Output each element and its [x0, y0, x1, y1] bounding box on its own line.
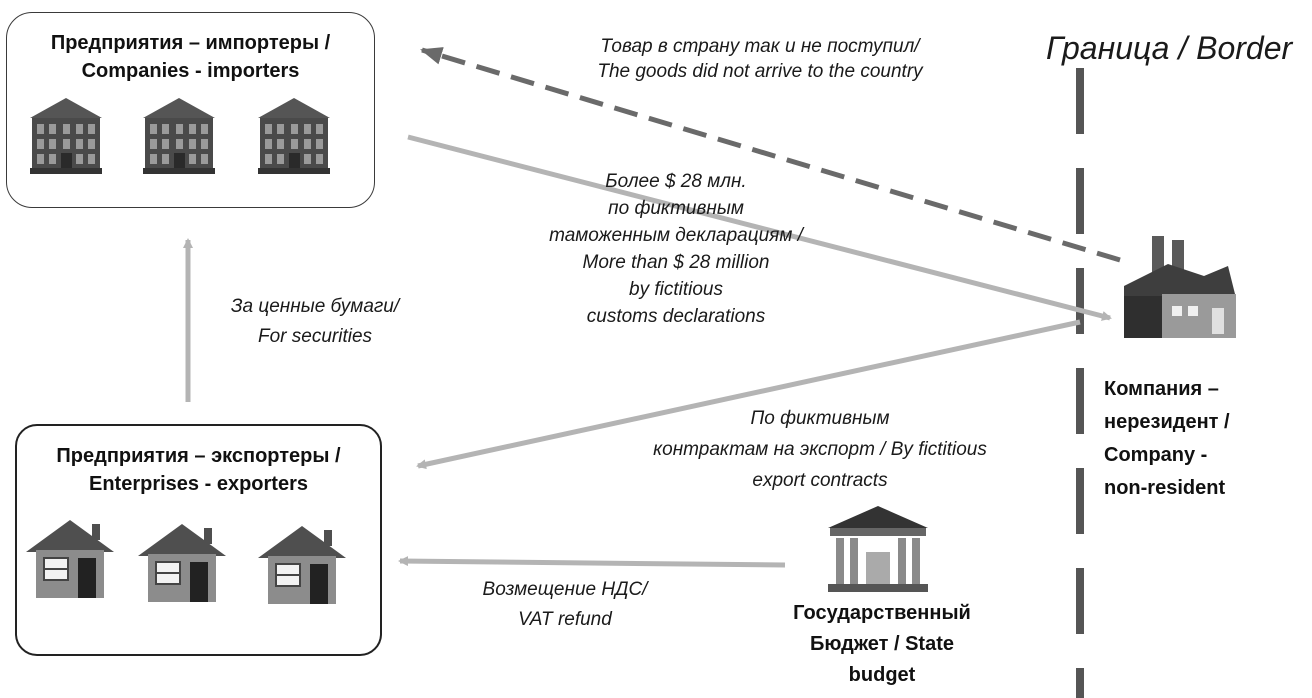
export-line1: По фиктивным: [750, 408, 890, 429]
payment-line1: Более $ 28 млн.: [605, 171, 747, 192]
arrow-payment-declarations: [407, 134, 1112, 321]
house-icon: [257, 525, 347, 605]
arrow-export-contracts: [416, 319, 1081, 470]
importers-title-line1: Предприятия – импортеры /: [50, 32, 331, 54]
government-building-icon: [828, 506, 928, 592]
nonresident-line4: non-resident: [1104, 477, 1226, 499]
vat-line1: Возмещение НДС/: [482, 579, 648, 600]
payment-line3: таможенным декларациям /: [549, 225, 803, 246]
goods-not-arrived-line1: Товар в страну так и не поступил/: [600, 36, 920, 57]
securities-line1: За ценные бумаги/: [230, 296, 400, 317]
export-line3: export contracts: [752, 470, 888, 491]
office-building-icon: [258, 98, 330, 174]
factory-icon: [1124, 236, 1236, 338]
goods-not-arrived-label: Товар в страну так и не поступил/ The go…: [520, 34, 1000, 84]
nonresident-label: Компания – нерезидент / Company - non-re…: [1104, 373, 1230, 505]
budget-label: Государственный Бюджет / State budget: [758, 598, 1006, 691]
payment-line4: More than $ 28 million: [582, 252, 770, 273]
vat-refund-label: Возмещение НДС/ VAT refund: [440, 575, 690, 635]
nonresident-line1: Компания –: [1104, 378, 1219, 400]
export-line2: контрактам на экспорт / By fictitious: [653, 439, 987, 460]
arrow-goods-not-arrived: [420, 47, 1121, 263]
vat-line2: VAT refund: [518, 609, 612, 630]
nonresident-line2: нерезидент /: [1104, 411, 1230, 433]
export-contracts-label: По фиктивным контрактам на экспорт / By …: [580, 403, 1060, 496]
exporters-title-line1: Предприятия – экспортеры /: [56, 445, 341, 467]
house-icon: [25, 519, 115, 599]
importers-title-line2: Companies - importers: [81, 60, 300, 82]
budget-line1: Государственный: [793, 602, 971, 624]
house-icon: [137, 523, 227, 603]
goods-not-arrived-line2: The goods did not arrive to the country: [597, 61, 923, 82]
budget-line2: Бюджет / State: [809, 633, 955, 655]
border-label: Граница / Border: [1046, 30, 1293, 66]
budget-line3: budget: [848, 664, 916, 686]
payment-line6: customs declarations: [586, 306, 766, 327]
securities-line2: For securities: [257, 326, 373, 347]
payment-line5: by fictitious: [629, 279, 723, 300]
nonresident-line3: Company -: [1104, 444, 1208, 466]
payment-line2: по фиктивным: [608, 198, 744, 219]
payment-declarations-label: Более $ 28 млн. по фиктивным таможенным …: [496, 168, 856, 330]
exporters-title-line2: Enterprises - exporters: [89, 473, 308, 495]
office-building-icon: [143, 98, 215, 174]
office-building-icon: [30, 98, 102, 174]
securities-label: За ценные бумаги/ For securities: [190, 292, 440, 352]
arrow-vat-refund: [398, 556, 786, 568]
